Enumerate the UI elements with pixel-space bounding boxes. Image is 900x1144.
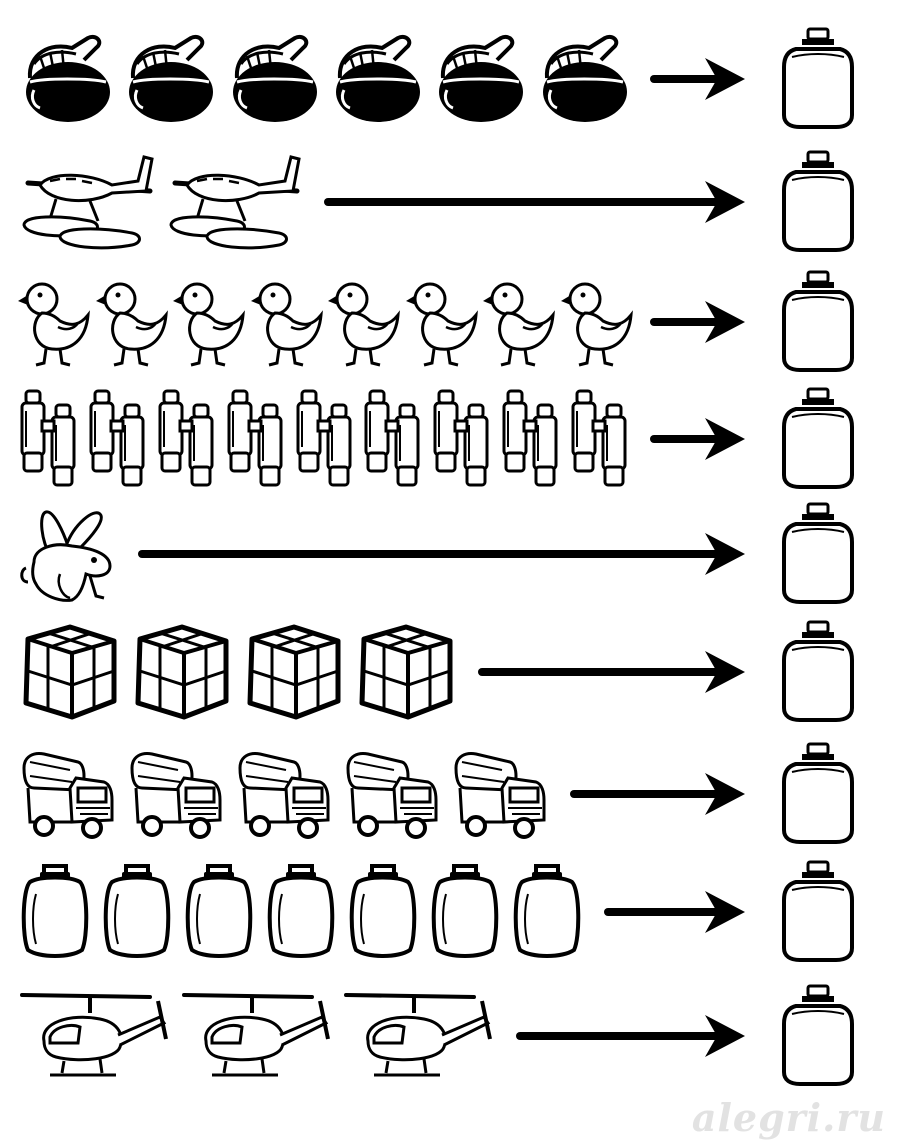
- binoculars-icon: [571, 387, 629, 491]
- coffee-pot-icon: [433, 34, 525, 124]
- suitcase-icon: [20, 864, 90, 960]
- binoculars-icon: [364, 387, 422, 491]
- blank-jar-icon[interactable]: [778, 984, 858, 1088]
- binoculars-icon: [89, 387, 147, 491]
- blank-jar-icon[interactable]: [778, 620, 858, 724]
- suitcase-icon: [512, 864, 582, 960]
- suitcase-icon: [348, 864, 418, 960]
- blank-jar-icon[interactable]: [778, 150, 858, 254]
- counting-row: [0, 982, 900, 1090]
- tanker-truck-icon: [344, 748, 440, 840]
- binoculars-icon: [433, 387, 491, 491]
- seaplane-icon: [167, 154, 302, 250]
- arrow-right-icon: [324, 181, 745, 223]
- suitcase-icon: [102, 864, 172, 960]
- counting-row: [0, 858, 900, 966]
- arrow-right-icon: [570, 773, 745, 815]
- chick-icon: [173, 277, 247, 367]
- parcel-box-icon: [244, 623, 344, 721]
- suitcase-icon: [430, 864, 500, 960]
- tanker-truck-icon: [128, 748, 224, 840]
- chick-icon: [18, 277, 92, 367]
- chick-icon: [250, 277, 325, 367]
- arrow-right-icon: [138, 533, 745, 575]
- binoculars-icon: [227, 387, 285, 491]
- binoculars-icon: [20, 387, 78, 491]
- counting-row: [0, 25, 900, 133]
- counting-row: [0, 740, 900, 848]
- tanker-truck-icon: [236, 748, 332, 840]
- arrow-right-icon: [650, 418, 745, 460]
- blank-jar-icon[interactable]: [778, 270, 858, 374]
- parcel-box-icon: [132, 623, 232, 721]
- watermark: alegri.ru: [691, 1095, 886, 1140]
- coffee-pot-icon: [330, 34, 422, 124]
- blank-jar-icon[interactable]: [778, 27, 858, 131]
- chick-icon: [405, 277, 480, 367]
- seaplane-icon: [20, 154, 155, 250]
- arrow-right-icon: [478, 651, 745, 693]
- coffee-pot-icon: [20, 34, 112, 124]
- blank-jar-icon[interactable]: [778, 387, 858, 491]
- counting-row: [0, 385, 900, 493]
- arrow-right-icon: [650, 58, 745, 100]
- helicopter-icon: [182, 989, 332, 1084]
- coffee-pot-icon: [537, 34, 629, 124]
- chick-icon: [95, 277, 170, 367]
- arrow-right-icon: [516, 1015, 745, 1057]
- suitcase-icon: [184, 864, 254, 960]
- arrow-right-icon: [604, 891, 745, 933]
- blank-jar-icon[interactable]: [778, 502, 858, 606]
- counting-row: [0, 148, 900, 256]
- coffee-pot-icon: [227, 34, 319, 124]
- helicopter-icon: [20, 989, 170, 1084]
- binoculars-icon: [158, 387, 216, 491]
- blank-jar-icon[interactable]: [778, 742, 858, 846]
- counting-row: [0, 618, 900, 726]
- tanker-truck-icon: [452, 748, 548, 840]
- chick-icon: [483, 277, 557, 367]
- rabbit-icon: [20, 504, 116, 604]
- helicopter-icon: [344, 989, 494, 1084]
- coffee-pot-icon: [123, 34, 215, 124]
- blank-jar-icon[interactable]: [778, 860, 858, 964]
- suitcase-icon: [266, 864, 336, 960]
- parcel-box-icon: [356, 623, 456, 721]
- parcel-box-icon: [20, 623, 120, 721]
- tanker-truck-icon: [20, 748, 116, 840]
- binoculars-icon: [296, 387, 354, 491]
- counting-row: [0, 500, 900, 608]
- counting-row: [0, 268, 900, 376]
- chick-icon: [560, 277, 635, 367]
- arrow-right-icon: [650, 301, 745, 343]
- chick-icon: [328, 277, 402, 367]
- binoculars-icon: [502, 387, 560, 491]
